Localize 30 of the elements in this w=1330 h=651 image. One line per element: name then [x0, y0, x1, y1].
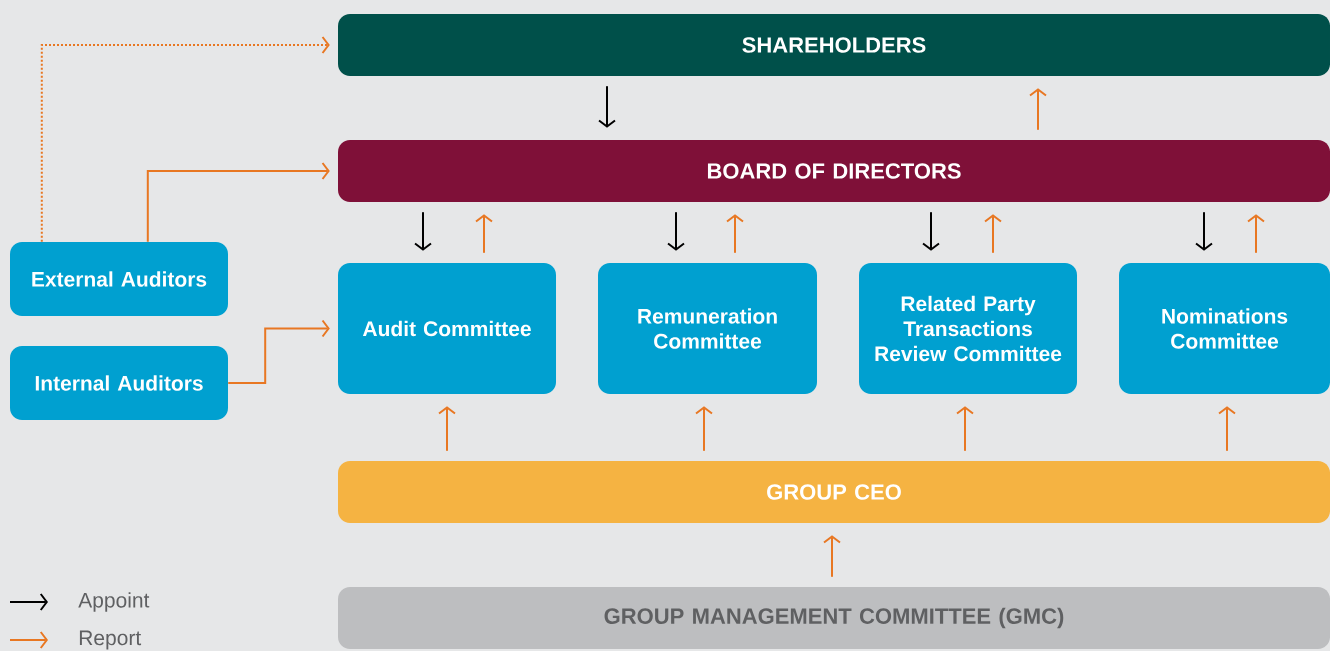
level-bar: GROUP CEO	[338, 461, 1330, 523]
level-bar: GROUP MANAGEMENT COMMITTEE (GMC)	[338, 587, 1330, 649]
arrow	[726, 214, 744, 254]
arrow	[1195, 211, 1213, 251]
arrow	[667, 211, 685, 251]
arrow	[823, 535, 841, 578]
committee-box: Nominations Committee	[1119, 263, 1330, 394]
legend-label: Appoint	[78, 592, 150, 612]
arrow	[1247, 214, 1265, 254]
arrow	[922, 211, 940, 251]
arrow	[438, 406, 456, 452]
committee-box: Audit Committee	[338, 263, 556, 394]
level-bar: SHAREHOLDERS	[338, 14, 1330, 76]
level-bar: BOARD OF DIRECTORS	[338, 140, 1330, 202]
legend-label: Report	[79, 630, 142, 650]
arrow	[695, 406, 713, 452]
arrow	[956, 406, 974, 452]
dotted-arrow	[40, 36, 330, 243]
arrow	[984, 214, 1002, 254]
committee-box: Remuneration Committee	[598, 263, 817, 394]
arrow	[1218, 406, 1236, 452]
committee-box: External Auditors	[10, 242, 228, 316]
arrow	[1029, 88, 1047, 131]
arrow	[146, 162, 330, 243]
arrow	[475, 214, 493, 254]
committee-box: Internal Auditors	[10, 346, 228, 420]
arrow	[227, 319, 330, 384]
committee-box: Related Party Transactions Review Committee	[859, 263, 1077, 394]
arrow	[598, 85, 616, 128]
arrow	[414, 211, 432, 251]
